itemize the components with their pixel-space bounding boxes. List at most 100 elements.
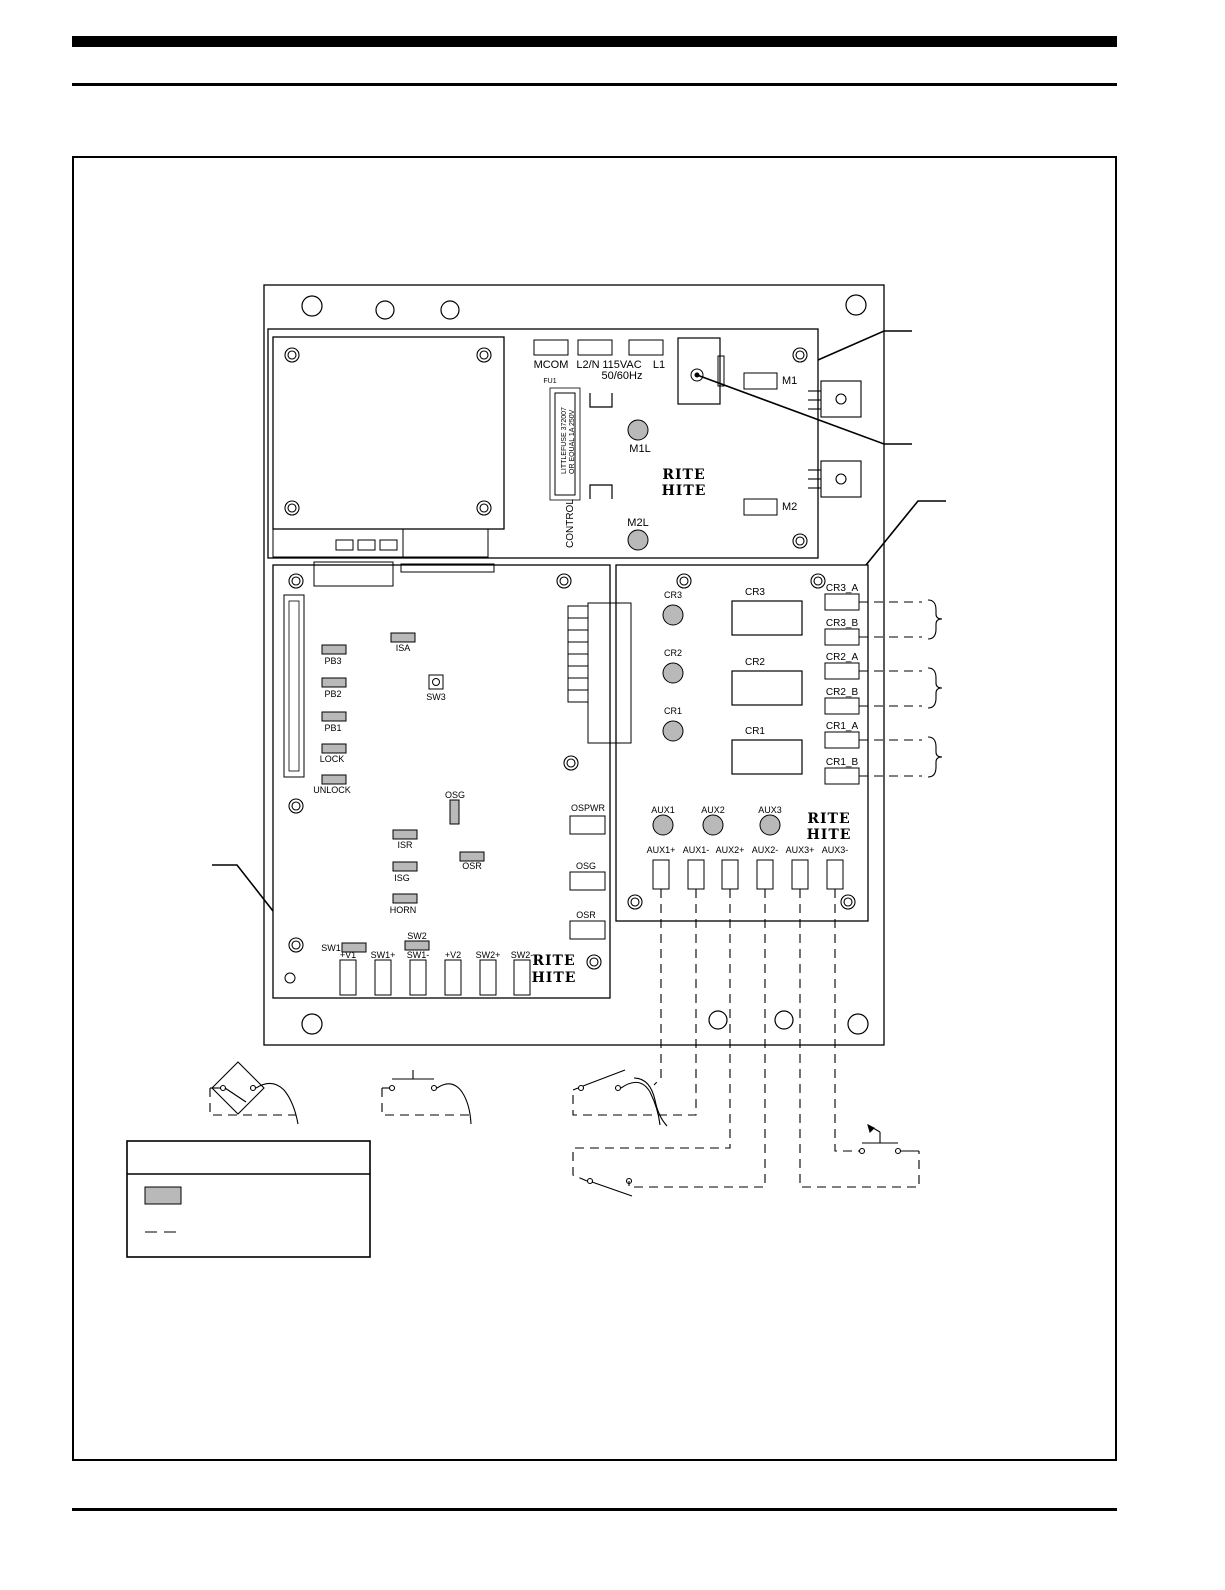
indicator-sw1 [341,942,367,953]
indicator-sw1-label: SW1 [321,943,341,953]
terminal-aux1-plus [652,859,670,890]
indicator-unlock-label: UNLOCK [313,785,351,795]
terminal-l2n-label: L2/N [576,359,599,371]
terminal--plusv1-label: +V1 [340,950,356,960]
terminal-l1-label: L1 [653,359,665,371]
terminal-cr2-b [824,697,860,715]
indicator-isg-label: ISG [394,873,410,883]
led-aux2 [702,814,724,836]
indicator-lock [321,743,347,754]
switch-sw3-label: SW3 [426,692,446,702]
terminal-cr1-a [824,731,860,749]
indicator-osr [459,851,485,862]
rite-hite-logo-power-bottom: HITE [662,483,707,499]
motor-connector-m1 [808,380,862,418]
terminal-l2n [577,339,613,356]
terminal-cr1-b-label: CR1_B [826,757,859,768]
led-aux1-label: AUX1 [651,805,675,815]
indicator-lock-label: LOCK [320,754,345,764]
led-cr2-label: CR2 [664,648,682,658]
led-m1l-label: M1L [629,443,650,455]
fuse [554,392,576,496]
indicator-isr-label: ISR [397,840,413,850]
led-cr3-label: CR3 [664,590,682,600]
brace-cr2 [927,667,943,709]
relay-cr2 [731,670,803,706]
bottom-rule [72,1508,1117,1511]
relay-cr3 [731,600,803,636]
relay-cr1 [731,739,803,775]
terminal-sw2-plus [479,959,497,996]
terminal-m1-label: M1 [782,375,797,387]
indicator-pb1 [321,711,347,722]
fuse-text-1: LITTLEFUSE 372007 [561,407,568,474]
leader-lines [212,330,946,912]
led-m2l [627,529,649,551]
power-board: MCOM L2/N 115VAC 50/60Hz L1 FU1 LITTLEFU… [267,328,862,559]
main-control-board: PB3PB2PB1LOCKUNLOCKISAOSGISROSRISGHORNSW… [272,561,632,999]
terminal-l1 [628,339,664,356]
terminal-sw2-label: SW2- [511,950,534,960]
indicator-osr-label: OSR [462,861,482,871]
terminal-aux3-plus-label: AUX3+ [786,845,815,855]
terminal-cr3-a-label: CR3_A [826,583,859,594]
terminal-aux2 [756,859,774,890]
rite-hite-logo-main-bottom: HITE [532,970,577,986]
relay-components: CR3CR2CR1CR3CR2CR1CR3_ACR3_BCR2_ACR2_BCR… [647,583,860,890]
indicator-pb2 [321,677,347,688]
indicator-osg-label: OSG [445,790,465,800]
left-header [283,594,305,778]
led-aux2-label: AUX2 [701,805,725,815]
terminal-cr2-a-label: CR2_A [826,652,859,663]
terminal-sw1-plus [374,959,392,996]
connector-osg-label: OSG [576,861,596,871]
terminal-m2 [743,498,778,516]
figure-frame [72,156,1117,1461]
connector-osr [569,920,606,940]
terminal-cr3-b-label: CR3_B [826,618,859,629]
terminal--plusv1 [339,959,357,996]
connector-osr-label: OSR [576,910,596,920]
relay-output-wiring [859,599,943,778]
rite-hite-logo-power-top: RITE [662,467,705,483]
terminal-cr2-a [824,662,860,680]
terminal-aux1-plus-label: AUX1+ [647,845,676,855]
relay-cr1-label: CR1 [745,726,765,737]
enclosure-panel [263,284,885,1046]
led-aux3-label: AUX3 [758,805,782,815]
terminal-sw2-plus-label: SW2+ [476,950,501,960]
main-board-indicators: PB3PB2PB1LOCKUNLOCKISAOSGISROSRISGHORNSW… [313,632,485,953]
fuse-label: FU1 [543,378,556,385]
terminal--plusv2 [444,959,462,996]
supply-voltage-label: 115VAC [602,359,641,371]
connector-ospwr-label: OSPWR [571,803,606,813]
led-m1l [627,419,649,441]
indicator-sw2-label: SW2 [407,931,427,941]
terminal-aux3-label: AUX3- [822,845,849,855]
rite-hite-logo-relay-bottom: HITE [807,827,852,843]
indicator-osg [449,799,460,825]
terminal-aux2-label: AUX2- [752,845,779,855]
terminal-m2-label: M2 [782,501,797,513]
photo-eye-device [211,1061,265,1115]
brace-cr1 [927,736,943,778]
terminal-sw2 [513,959,531,996]
led-aux1 [652,814,674,836]
indicator-isg [392,861,418,872]
terminal-cr1-a-label: CR1_A [826,721,859,732]
fuse-text-2: OR EQUAL 1A 250V [569,409,576,474]
relay-cr2-label: CR2 [745,657,765,668]
terminal-cr3-a [824,593,860,611]
field-devices [210,1061,919,1197]
indicator-pb2-label: PB2 [324,689,341,699]
control-label: CONTROL [565,499,576,548]
terminal-sw1 [409,959,427,996]
terminal-cr1-b [824,767,860,785]
led-cr1 [662,720,684,742]
top-heavy-rule [72,36,1117,47]
motor-connector-m2 [808,460,862,498]
led-cr2 [662,662,684,684]
relay-board: CR3CR2CR1CR3CR2CR1CR3_ACR3_BCR2_ACR2_BCR… [615,564,869,922]
aux-field-wiring [209,889,920,1188]
brace-cr3 [927,599,943,640]
